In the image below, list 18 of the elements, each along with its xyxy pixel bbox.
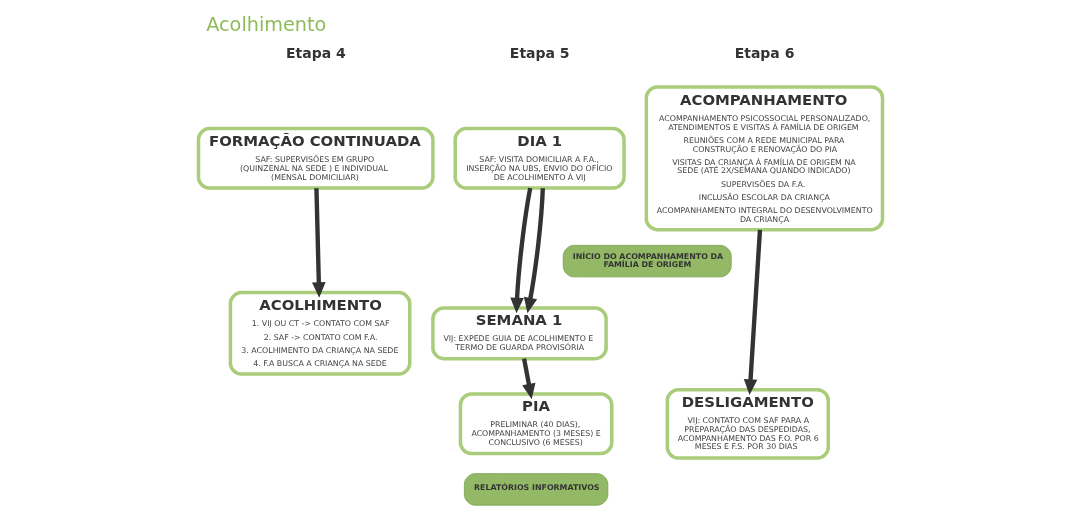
- arrow: [523, 188, 545, 314]
- node-box: DIA 1 SAF: VISITA DOMICILIAR A F.A., INSERÇÃO NA UBS, ENVIO DO OFÍCIO DE ACOLHIMENTO À VIJ: [452, 126, 626, 190]
- arrow: [311, 188, 326, 298]
- label: Etapa 4: [285, 45, 346, 62]
- node-box: INÍCIO DO ACOMPANHAMENTO DA FAMÍLIA DE ORIGEM: [562, 244, 732, 278]
- diagram-title: Acolhimento: [205, 12, 326, 36]
- node-box: ACOLHIMENTO 1. VIJ OU CT -> CONTATO COM SAF 2. SAF -> CONTATO COM F.A. 3. ACOLHIMENTO DA CRIANÇA NA SEDE 4. F.A BUSCA A CRIANÇA NA SEDE: [228, 290, 411, 376]
- label: Etapa 6: [734, 45, 794, 62]
- node-box: PIA PRELIMINAR (40 DIAS), ACOMPANHAMENTO (3 MESES) E CONCLUSIVO (6 MESES): [458, 392, 614, 456]
- label: Etapa 5: [509, 45, 570, 62]
- node-box: SEMANA 1 VIJ: EXPEDE GUIA DE ACOLHIMENTO E TERMO DE GUARDA PROVISÓRIA: [430, 306, 608, 361]
- node-box: ACOMPANHAMENTO ACOMPANHAMENTO PSICOSSOCIAL PERSONALIZADO, ATENDIMENTOS E VISITAS À FAMÍLIA DE ORIGEM REUNIÕES COM A REDE MUNICIPAL PARA CONSTRUÇÃO E RENOVAÇÃO DO PIA VISITAS DA CRIANÇA À FAMÍLIA DE ORIGEM NA SEDE (ATÉ 2X/SEMANA QUANDO INDICADO) SUPERVISÕES DA F.A. INCLUSÃO ESCOLAR DA CRIANÇA ACOMPANHAMENTO INTEGRAL DO DESENVOLVIMENTO DA CRIANÇA: [644, 85, 884, 232]
- node-box: DESLIGAMENTO VIJ: CONTATO COM SAF PARA A PREPARAÇÃO DAS DESPEDIDAS, ACOMPANHAMENTO DAS F.O. POR 6 MESES E F.S. POR 30 DIAS: [665, 387, 830, 460]
- arrow: [509, 187, 532, 314]
- node-box: FORMAÇÃO CONTINUADA SAF: SUPERVISÕES EM GRUPO (QUINZENAL NA SEDE ) E INDIVIDUAL (MENSAL DOMICILIAR): [196, 126, 435, 190]
- node-box: RELATÓRIOS INFORMATIVOS: [463, 473, 608, 506]
- arrow: [521, 358, 535, 400]
- arrow: [743, 229, 762, 395]
